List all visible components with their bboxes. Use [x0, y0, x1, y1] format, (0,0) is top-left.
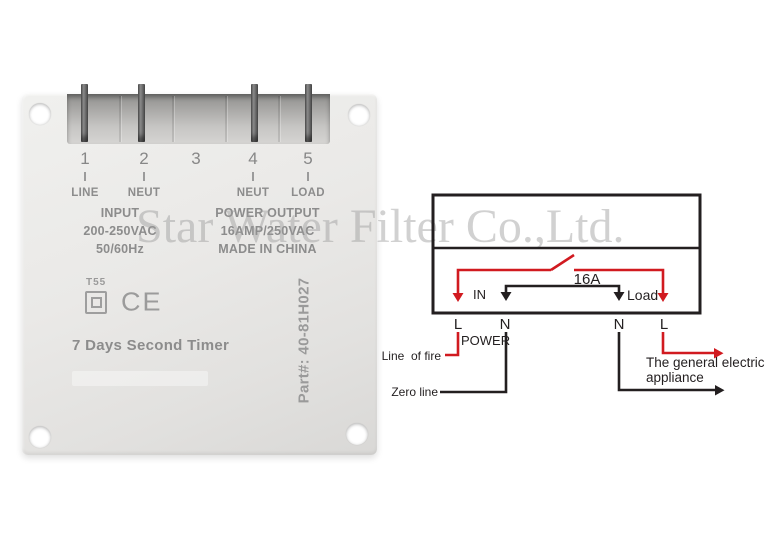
neutral-output-wire: [617, 332, 715, 392]
terminal-number: 4: [248, 149, 258, 168]
live-wire-name: Line of fire: [381, 349, 441, 363]
down-arrow-icon: [613, 292, 625, 301]
input-voltage: 200-250VAC: [83, 224, 157, 238]
terminal-l-out-label: L: [659, 316, 669, 333]
part-number: Part#: 40-81H027: [295, 277, 313, 404]
output-rating: 16AMP/250VAC: [220, 224, 315, 238]
down-arrow-icon: [452, 293, 464, 302]
terminal-pin-5: [305, 84, 312, 142]
live-input-hook: [445, 332, 460, 357]
slot-divider: [119, 96, 121, 142]
input-spec-block: INPUT 200-250VAC 50/60Hz: [60, 204, 180, 258]
live-output-wire: [661, 332, 714, 355]
right-arrow-icon: [715, 385, 725, 396]
double-square-insulation-icon: [85, 291, 107, 314]
terminal-n-in-label: N: [499, 316, 511, 333]
neutral-wire-name: Zero line: [391, 385, 438, 399]
mounting-hole: [29, 426, 51, 448]
terminal-l-in-label: L: [453, 316, 463, 333]
appliance-label-line2: appliance: [646, 370, 704, 385]
in-label: IN: [473, 287, 486, 302]
down-arrow-icon: [657, 293, 669, 302]
watermark-text: Star Water Filter Co.,Ltd.: [136, 200, 625, 253]
terminal-label: NEUT: [236, 187, 270, 199]
terminal-tick: [307, 172, 309, 181]
appliance-label-line1: The general electric: [646, 355, 765, 370]
switch-lever: [550, 253, 575, 272]
live-wire-right: [574, 268, 665, 295]
output-spec-block: POWER OUTPUT 16AMP/250VAC MADE IN CHINA: [205, 204, 330, 258]
terminal-tick: [84, 172, 86, 181]
live-wire-left: [456, 268, 551, 295]
terminal-number: 3: [191, 149, 201, 168]
terminal-number: 2: [139, 149, 149, 168]
load-label: Load: [627, 287, 659, 303]
terminal-tick: [252, 172, 254, 181]
down-arrow-icon: [500, 292, 512, 301]
terminal-pin-1: [81, 84, 88, 142]
terminal-label: LINE: [71, 187, 99, 199]
inner-square: [91, 297, 102, 308]
slot-divider: [278, 96, 280, 142]
terminal-tick: [143, 172, 145, 181]
terminal-label: LOAD: [291, 187, 325, 199]
mounting-hole: [348, 104, 370, 126]
output-title: POWER OUTPUT: [215, 206, 320, 220]
timer-device-body: 1 2 3 4 5 LINE NEUT NEUT LOAD INPUT 200-…: [22, 84, 377, 455]
wiring-diagram: [431, 193, 725, 396]
slot-divider: [225, 96, 227, 142]
mounting-hole: [29, 103, 51, 125]
switch-rating-label: 16A: [573, 271, 601, 288]
neutral-bracket: [504, 284, 621, 294]
terminal-label: NEUT: [127, 187, 161, 199]
terminal-n-out-label: N: [613, 316, 625, 333]
terminal-number: 1: [80, 149, 90, 168]
faint-sticker-area: [72, 371, 208, 386]
terminal-pin-2: [138, 84, 145, 142]
neutral-input-hook: [440, 332, 508, 394]
terminal-pin-4: [251, 84, 258, 142]
terminal-recess: [67, 94, 330, 144]
terminal-number: 5: [303, 149, 313, 168]
output-origin: MADE IN CHINA: [218, 242, 317, 256]
product-name: 7 Days Second Timer: [72, 337, 230, 354]
input-title: INPUT: [100, 206, 140, 220]
power-label: POWER: [461, 333, 511, 348]
t55-insulation-label: T55: [86, 277, 107, 288]
slot-divider: [172, 96, 174, 142]
right-arrow-icon: [714, 348, 724, 359]
diagram-box: [431, 193, 702, 315]
input-frequency: 50/60Hz: [96, 242, 144, 256]
mounting-hole: [346, 423, 368, 445]
appliance-label: The general electric appliance: [646, 355, 765, 385]
ce-mark: CE: [121, 287, 163, 317]
